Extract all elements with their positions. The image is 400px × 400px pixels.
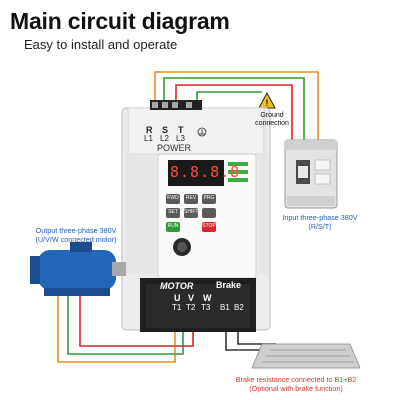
output-label-line2: (U/V/W connected motor)	[35, 235, 117, 244]
key-shift[interactable]: SHIFT	[184, 209, 199, 215]
wire-input-orange	[154, 71, 319, 140]
brake-label: Brake	[216, 280, 242, 290]
power-label: POWER	[157, 143, 192, 153]
ground-label: Ground connection	[248, 112, 296, 128]
wire-output-green	[67, 275, 184, 355]
inverter-unit	[121, 100, 271, 332]
input-label-line2: (R/S/T)	[308, 222, 332, 231]
terminal-t2: T2	[186, 303, 196, 312]
terminal-l1: L1	[144, 134, 153, 143]
svg-text:!: !	[266, 98, 269, 108]
terminal-t1: T1	[172, 303, 182, 312]
keypad	[166, 194, 216, 256]
key-stop[interactable]: STOP	[202, 223, 216, 229]
key-prg[interactable]: PRG	[203, 195, 215, 201]
brake-resistor	[251, 343, 361, 369]
warning-ground-icon: !	[258, 91, 276, 109]
brake-resistance-label: Brake resistance connected to B1+B2 (Opt…	[226, 375, 366, 393]
ground-symbol-icon	[197, 127, 207, 137]
key-fwd[interactable]: FWD	[167, 195, 179, 201]
terminal-s: S	[162, 125, 169, 135]
ground-label-line1: Ground	[260, 112, 284, 119]
led-display: 8.8.8.8	[170, 163, 241, 181]
terminal-l2: L2	[160, 134, 169, 143]
terminal-t3: T3	[201, 303, 211, 312]
input-label-line1: Input three-phase 380V	[282, 213, 358, 222]
ground-label-line2: connection	[255, 120, 289, 127]
terminal-w: W	[203, 293, 212, 303]
wire-input-red	[175, 84, 293, 140]
terminal-b1: B1	[220, 303, 230, 312]
terminal-t: T	[178, 125, 184, 135]
terminal-r: R	[146, 125, 153, 135]
brake-label-line2: (Optional with brake function)	[249, 384, 343, 393]
wire-brake-1	[225, 330, 270, 351]
terminal-u: U	[174, 293, 181, 303]
wire-input-green	[163, 77, 305, 140]
key-run[interactable]: RUN	[167, 223, 179, 229]
diagram-title: Main circuit diagram	[10, 8, 230, 34]
motor-image	[30, 242, 126, 296]
wire-brake-2	[237, 330, 276, 345]
wire-output-red	[79, 280, 194, 347]
input-label: Input three-phase 380V (R/S/T)	[270, 213, 370, 231]
brand-label: MOTOR	[160, 281, 194, 291]
terminal-b2: B2	[234, 303, 244, 312]
brake-label-line1: Brake resistance connected to B1+B2	[235, 375, 357, 384]
output-label: Output three-phase 380V (U/V/W connected…	[26, 226, 126, 244]
key-rev[interactable]: REV	[185, 195, 197, 201]
key-set[interactable]: SET	[168, 209, 178, 215]
output-label-line1: Output three-phase 380V	[35, 226, 117, 235]
circuit-breaker	[284, 139, 338, 209]
terminal-v: V	[188, 293, 195, 303]
wire-ground	[196, 91, 262, 108]
terminal-l3: L3	[176, 134, 185, 143]
diagram-subtitle: Easy to install and operate	[24, 37, 178, 52]
